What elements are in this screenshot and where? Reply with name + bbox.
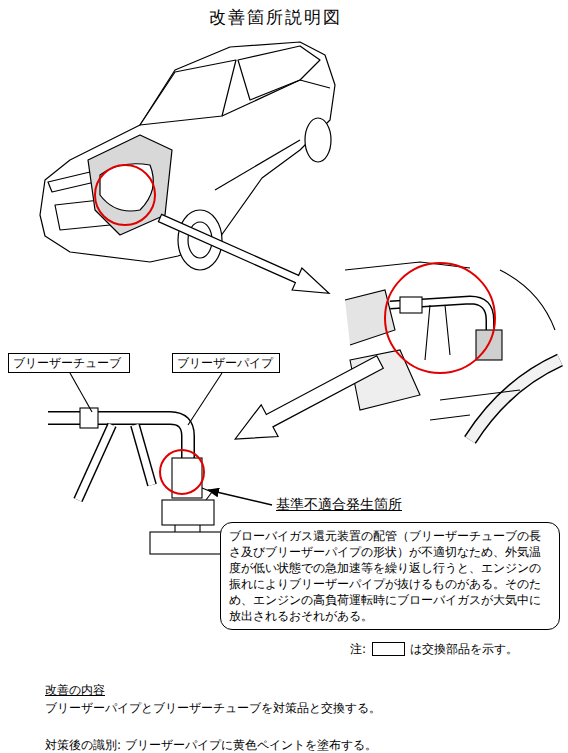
note-label: 注: — [350, 641, 366, 657]
hose-fill — [78, 425, 112, 500]
leader-line — [188, 373, 222, 425]
headlight — [48, 172, 95, 192]
hollow-arrow — [155, 207, 334, 304]
pointer-arrow — [155, 207, 334, 304]
intake-hose — [470, 360, 560, 440]
car-illustration — [40, 42, 335, 270]
engine-line — [430, 390, 520, 420]
explanation-callout: 基準不適合発生箇所ブローバイガス還元装置の配管（ブリーザーチューブの長さ及びブリ… — [220, 522, 560, 630]
tube-fill — [48, 418, 188, 480]
legend-text: は交換部品を示す。 — [410, 641, 518, 657]
hose — [425, 305, 450, 360]
node-text: ブリーザーチューブ — [13, 354, 125, 372]
leader-line — [70, 373, 92, 412]
clamp — [400, 297, 422, 313]
legend-swatch — [372, 642, 405, 656]
pipe-joint — [172, 458, 202, 498]
body-text: 対策後の識別: ブリーザーパイプに黄色ペイントを塗布する。 — [45, 737, 377, 753]
highlight-circle — [160, 450, 204, 494]
section-heading: 改善の内容 — [45, 682, 105, 698]
node-text: ブローバイガス還元装置の配管（ブリーザーチューブの長さ及びブリーザーパイプの形状… — [229, 528, 551, 624]
side-window — [238, 46, 320, 100]
hose-outline — [135, 425, 152, 485]
hose-outline — [78, 425, 112, 500]
body-line — [215, 140, 300, 190]
body-text: ブリーザーパイプとブリーザーチューブを対策品と交換する。 — [45, 700, 381, 716]
intake-hose-fill — [470, 360, 560, 440]
valve-body — [162, 500, 214, 525]
node-text: ブリーザーパイプ — [177, 354, 275, 372]
tube-outline — [48, 418, 188, 480]
highlight-circle — [385, 263, 495, 373]
body-line — [222, 80, 330, 116]
callout-heading: 基準不適合発生箇所 — [276, 496, 402, 512]
valve-neck — [175, 525, 200, 532]
valve-base — [150, 532, 226, 554]
rear-wheel — [305, 118, 331, 162]
clamp — [80, 408, 98, 428]
engine-line — [500, 270, 555, 330]
engine-closeup — [345, 262, 560, 440]
hose-fill — [135, 425, 152, 485]
part-label-box: ブリーザーパイプ — [172, 353, 280, 373]
diagram-title: 改善箇所説明図 — [175, 6, 375, 30]
pointer-line — [208, 490, 272, 505]
part-label-box: ブリーザーチューブ — [8, 353, 130, 373]
windshield — [140, 60, 236, 125]
highlight-circle — [95, 165, 155, 225]
